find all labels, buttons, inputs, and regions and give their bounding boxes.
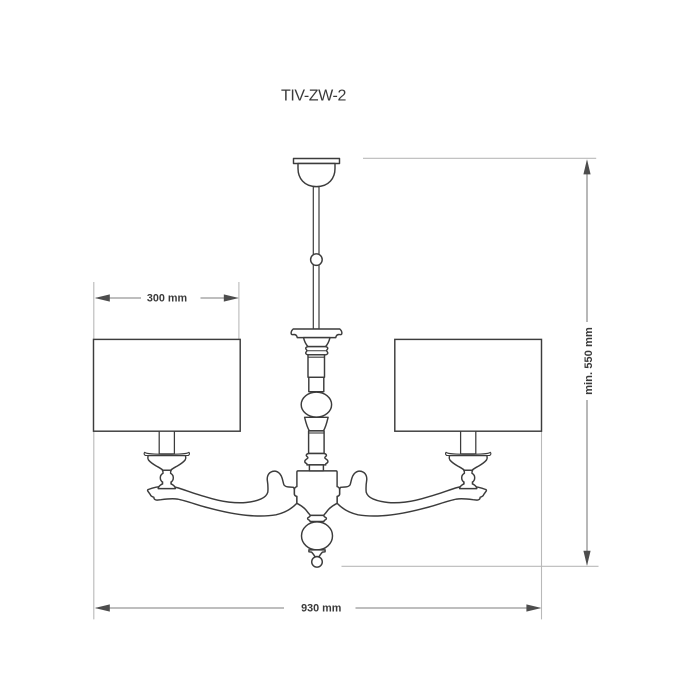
svg-text:300 mm: 300 mm xyxy=(147,293,187,305)
svg-text:930 mm: 930 mm xyxy=(301,602,341,614)
svg-text:min. 550 mm: min. 550 mm xyxy=(583,327,595,395)
svg-text:TIV-ZW-2: TIV-ZW-2 xyxy=(281,87,346,104)
